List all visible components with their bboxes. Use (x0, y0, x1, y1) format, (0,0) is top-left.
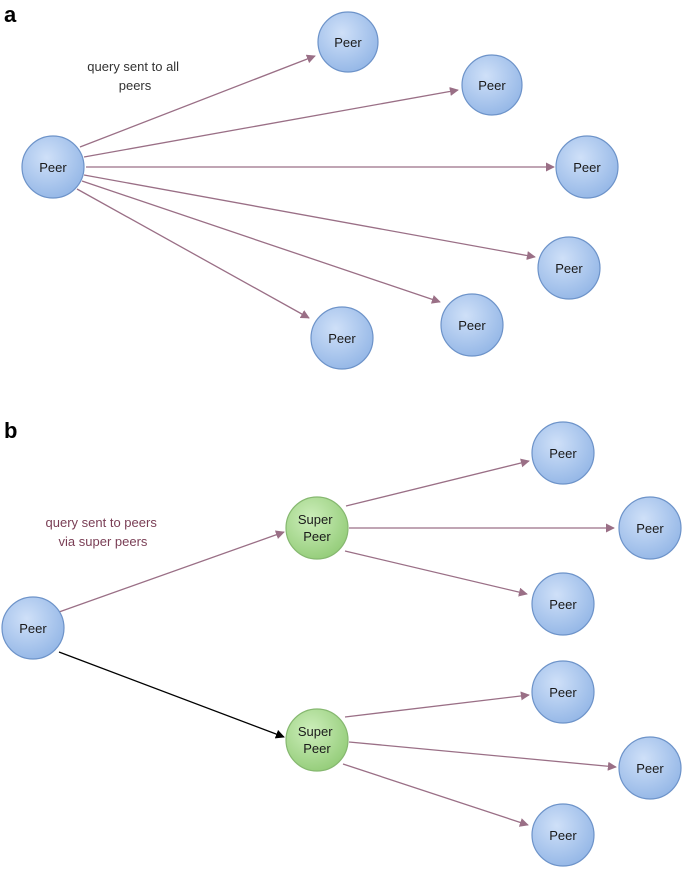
peer-node-a-4: Peer (537, 236, 601, 300)
edge-a-6 (76, 188, 310, 319)
edge-a-5 (81, 180, 441, 304)
edge-b-source-to-super-bottom (58, 651, 285, 739)
edge-b-super-bottom-3 (342, 763, 529, 827)
panel-a-letter: a (4, 2, 17, 27)
edge-a-2 (83, 86, 459, 158)
panel-b-annotation: query sent to peers via super peers (46, 515, 161, 549)
panel-a-annotation-line-1: query sent to all (87, 59, 179, 74)
super-peer-label-line-2: Peer (303, 741, 331, 756)
panel-b-letter: b (4, 418, 17, 443)
panel-a: a query sent to all peers Peer Peer Peer… (4, 2, 619, 370)
super-peer-label-line-2: Peer (303, 529, 331, 544)
edge-b-source-to-super-top (58, 530, 285, 613)
peer-label: Peer (334, 35, 362, 50)
peer-label: Peer (19, 621, 47, 636)
peer-label: Peer (549, 685, 577, 700)
super-peer-node-bottom: Super Peer (285, 708, 349, 772)
peer-node-b-top-1: Peer (531, 421, 595, 485)
peer-node-a-3: Peer (555, 135, 619, 199)
peer-label: Peer (555, 261, 583, 276)
peer-label: Peer (549, 828, 577, 843)
peer-node-a-6: Peer (310, 306, 374, 370)
peer-label: Peer (636, 521, 664, 536)
peer-node-a-5: Peer (440, 293, 504, 357)
super-peer-label: Super Peer (298, 512, 336, 544)
super-peer-label-line-1: Super (298, 724, 333, 739)
panel-b-annotation-line-1: query sent to peers (46, 515, 158, 530)
peer-node-b-source: Peer (1, 596, 65, 660)
edge-b-super-top-3 (344, 550, 528, 597)
edge-b-super-bottom-2 (348, 741, 617, 771)
panel-a-annotation: query sent to all peers (87, 59, 182, 93)
edge-a-4 (83, 174, 536, 260)
peer-node-b-bottom-3: Peer (531, 803, 595, 867)
peer-node-b-bottom-1: Peer (531, 660, 595, 724)
peer-node-b-top-3: Peer (531, 572, 595, 636)
edge-a-1 (79, 54, 316, 148)
super-peer-node-top: Super Peer (285, 496, 349, 560)
peer-label: Peer (636, 761, 664, 776)
peer-label: Peer (39, 160, 67, 175)
panel-b-annotation-line-2: via super peers (59, 534, 148, 549)
super-peer-label-line-1: Super (298, 512, 333, 527)
edge-b-super-top-1 (345, 458, 530, 507)
peer-label: Peer (478, 78, 506, 93)
panel-a-annotation-line-2: peers (119, 78, 152, 93)
edge-b-super-bottom-1 (344, 691, 530, 718)
peer-label: Peer (549, 597, 577, 612)
peer-label: Peer (328, 331, 356, 346)
peer-label: Peer (573, 160, 601, 175)
peer-node-b-top-2: Peer (618, 496, 682, 560)
peer-label: Peer (549, 446, 577, 461)
peer-node-b-bottom-2: Peer (618, 736, 682, 800)
peer-node-a-1: Peer (317, 11, 379, 73)
peer-node-a-2: Peer (461, 54, 523, 116)
peer-node-a-source: Peer (21, 135, 85, 199)
super-peer-label: Super Peer (298, 724, 336, 756)
panel-b: b query sent to peers via super peers Pe… (1, 418, 682, 867)
peer-label: Peer (458, 318, 486, 333)
